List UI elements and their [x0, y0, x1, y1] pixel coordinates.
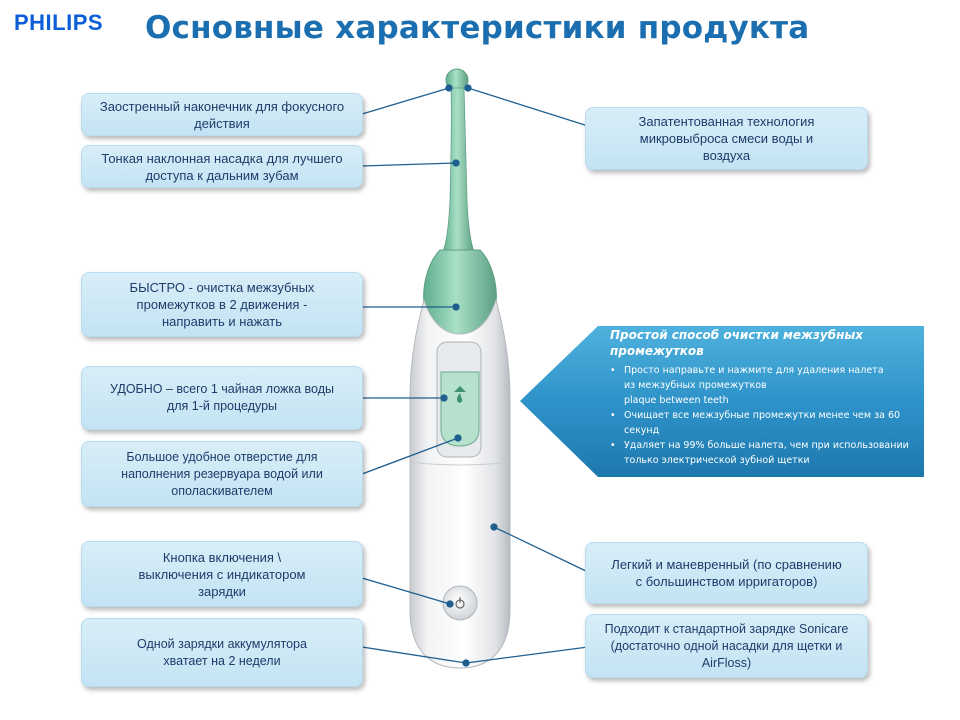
callout-patented: Запатентованная технология микровыброса с… [585, 107, 868, 170]
philips-logo: PHILIPS [14, 10, 104, 35]
callout-opening-line2: наполнения резервуара водой или [121, 466, 323, 481]
callout-patented-line2: микровыброса смеси воды и [639, 131, 814, 146]
callout-power-line2: выключения с индикатором [138, 566, 306, 582]
info-bullet-1-line3: plaque between teeth [624, 395, 729, 406]
callout-power-line1: Кнопка включения \ [162, 549, 282, 565]
callout-convenient-line2: для 1-й процедуры [166, 399, 278, 413]
callout-charger-line3: AirFloss) [701, 655, 752, 670]
callout-light-line1: Легкий и маневренный (по сравнению [611, 557, 842, 572]
callout-fast-line1: БЫСТРО - очистка межзубных [129, 280, 315, 295]
callout-tip-line2: действия [194, 115, 250, 131]
callout-opening: Большое удобное отверстие для наполнения … [81, 441, 363, 507]
info-panel: Простой способ очистки межзубных промежу… [598, 327, 924, 477]
callout-opening-line1: Большое удобное отверстие для [126, 449, 318, 464]
callout-opening-line3: ополаскивателем [171, 483, 273, 498]
callout-power-line3: зарядки [198, 583, 246, 599]
callout-tip-line1: Заостренный наконечник для фокусного [99, 98, 345, 114]
info-bullet-3: Удаляет на 99% больше налета, чем при ис… [610, 438, 920, 468]
callout-fast-line3: направить и нажать [161, 314, 283, 329]
info-bullet-2: Очищает все межзубные промежутки менее ч… [610, 408, 920, 438]
callout-fast-line2: промежутков в 2 движения - [136, 297, 308, 312]
info-bullet-1-line1: Просто направьте и нажмите для удаления … [624, 365, 884, 376]
callout-convenient: УДОБНО – всего 1 чайная ложка воды для 1-… [81, 366, 363, 430]
callout-charger-line1: Подходит к стандартной зарядке Sonicare [604, 621, 849, 636]
callout-nozzle-line2: доступа к дальним зубам [145, 167, 299, 183]
callout-battery-line2: хватает на 2 недели [163, 653, 281, 668]
callout-light: Легкий и маневренный (по сравнению с боль… [585, 542, 868, 604]
callout-patented-line3: воздуха [702, 148, 751, 163]
handle-seam [410, 461, 510, 466]
callout-fast: БЫСТРО - очистка межзубных промежутков в … [81, 272, 363, 337]
info-bullet-1-line2: из межзубных промежутков [624, 380, 767, 391]
callout-nozzle-line1: Тонкая наклонная насадка для лучшего [101, 150, 343, 166]
callout-light-line2: с большинством ирригаторов) [635, 574, 818, 589]
info-panel-list: Просто направьте и нажмите для удаления … [610, 363, 920, 468]
callout-convenient-line1: УДОБНО – всего 1 чайная ложка воды [109, 382, 335, 396]
leader-lines [361, 84, 589, 667]
callout-patented-line1: Запатентованная технология [638, 114, 815, 129]
info-panel-title: Простой способ очистки межзубных промежу… [610, 328, 863, 358]
fill-door-icon [440, 371, 480, 447]
water-drop-icon [454, 386, 466, 403]
nozzle-stem-icon [442, 87, 475, 253]
callout-charger: Подходит к стандартной зарядке Sonicare (… [585, 614, 868, 678]
page-title: Основные характеристики продукта [145, 10, 810, 46]
callout-battery-line1: Одной зарядки аккумулятора [137, 636, 307, 651]
callout-power: Кнопка включения \выключения с индикатор… [81, 541, 363, 607]
callout-battery: Одной зарядки аккумулятора хватает на 2 н… [81, 618, 363, 687]
info-bullet-1: Просто направьте и нажмите для удаления … [610, 363, 920, 408]
callout-charger-line2: (достаточно одной насадки для щетки и [610, 638, 843, 653]
handle-body-icon [409, 298, 511, 669]
